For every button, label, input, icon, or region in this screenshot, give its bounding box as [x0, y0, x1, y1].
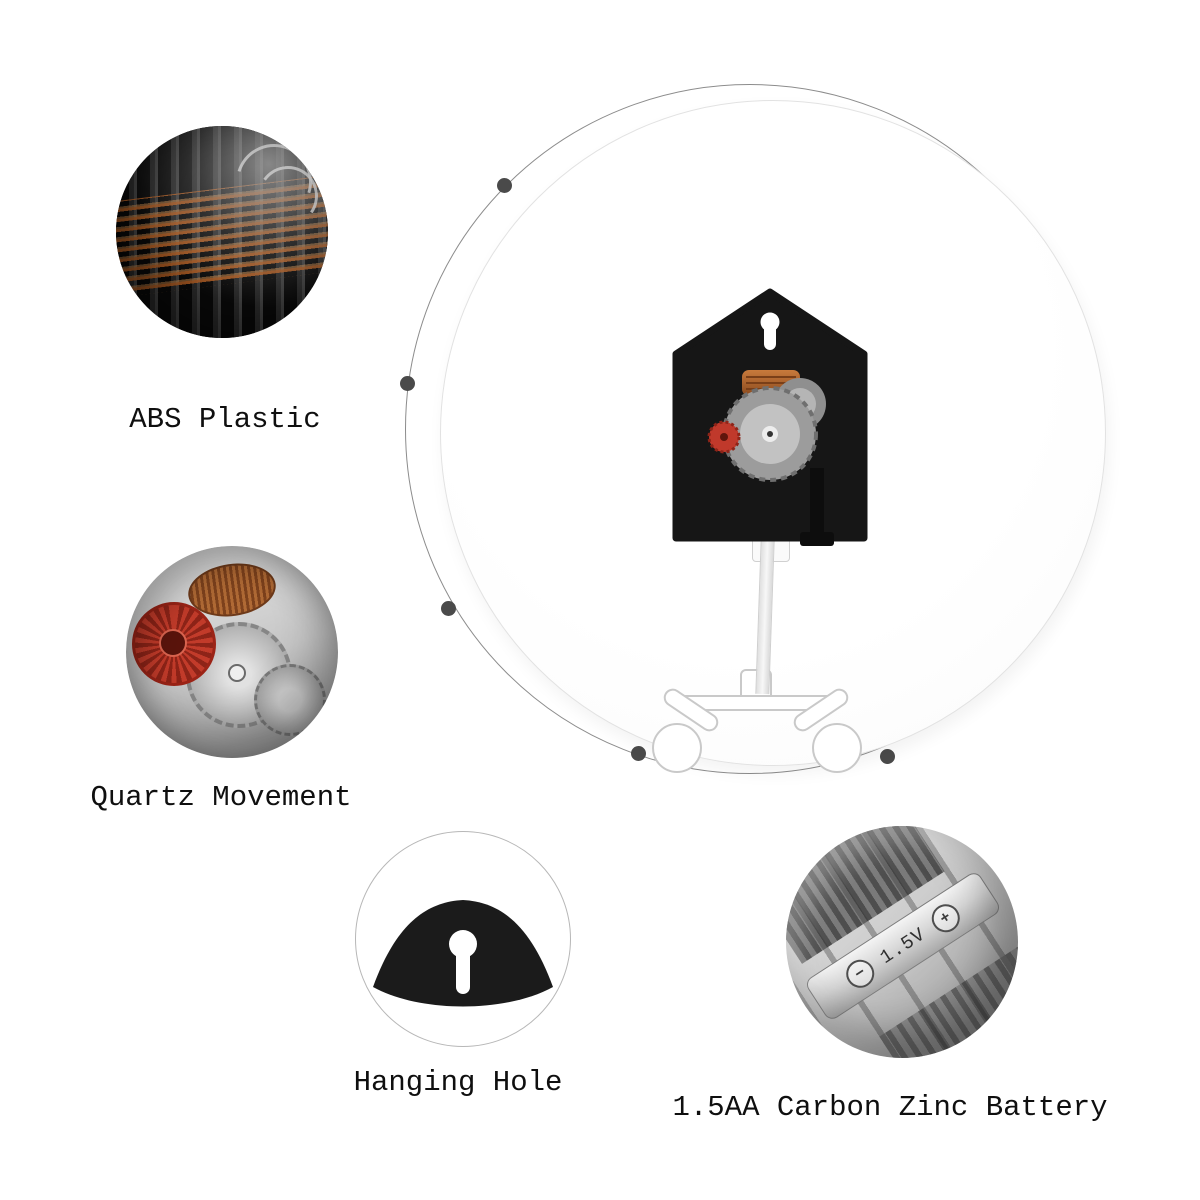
red-gear-icon — [707, 420, 741, 454]
red-gear-hub — [159, 629, 187, 657]
hanging-keyhole-icon — [760, 312, 780, 350]
battery-photo: − 1.5V + — [786, 826, 1018, 1058]
photo-vignette — [126, 546, 338, 758]
marker-dot — [400, 376, 415, 391]
feature-label-quartz-movement: Quartz Movement — [90, 781, 352, 814]
feature-label-battery: 1.5AA Carbon Zinc Battery — [672, 1091, 1108, 1124]
feature-label-hanging-hole: Hanging Hole — [353, 1066, 563, 1099]
gear-icon — [254, 664, 326, 736]
feature-label-abs-plastic: ABS Plastic — [129, 403, 321, 436]
marker-dot — [441, 601, 456, 616]
marker-dot — [631, 746, 646, 761]
red-gear-icon — [132, 602, 216, 686]
metal-highlight — [116, 126, 328, 338]
marker-dot — [497, 178, 512, 193]
pendulum-stand — [652, 669, 862, 773]
photo-vignette — [116, 126, 328, 338]
quartz-movement-photo — [126, 546, 338, 758]
marker-dot — [880, 749, 895, 764]
hand-shaft — [800, 468, 834, 546]
hanging-bracket-icon — [373, 900, 553, 1007]
clock-movement — [672, 288, 868, 546]
abs-plastic-photo — [116, 126, 328, 338]
photo-vignette — [786, 826, 1018, 1058]
hanging-hole-photo — [355, 831, 571, 1047]
axle-icon — [228, 664, 246, 682]
